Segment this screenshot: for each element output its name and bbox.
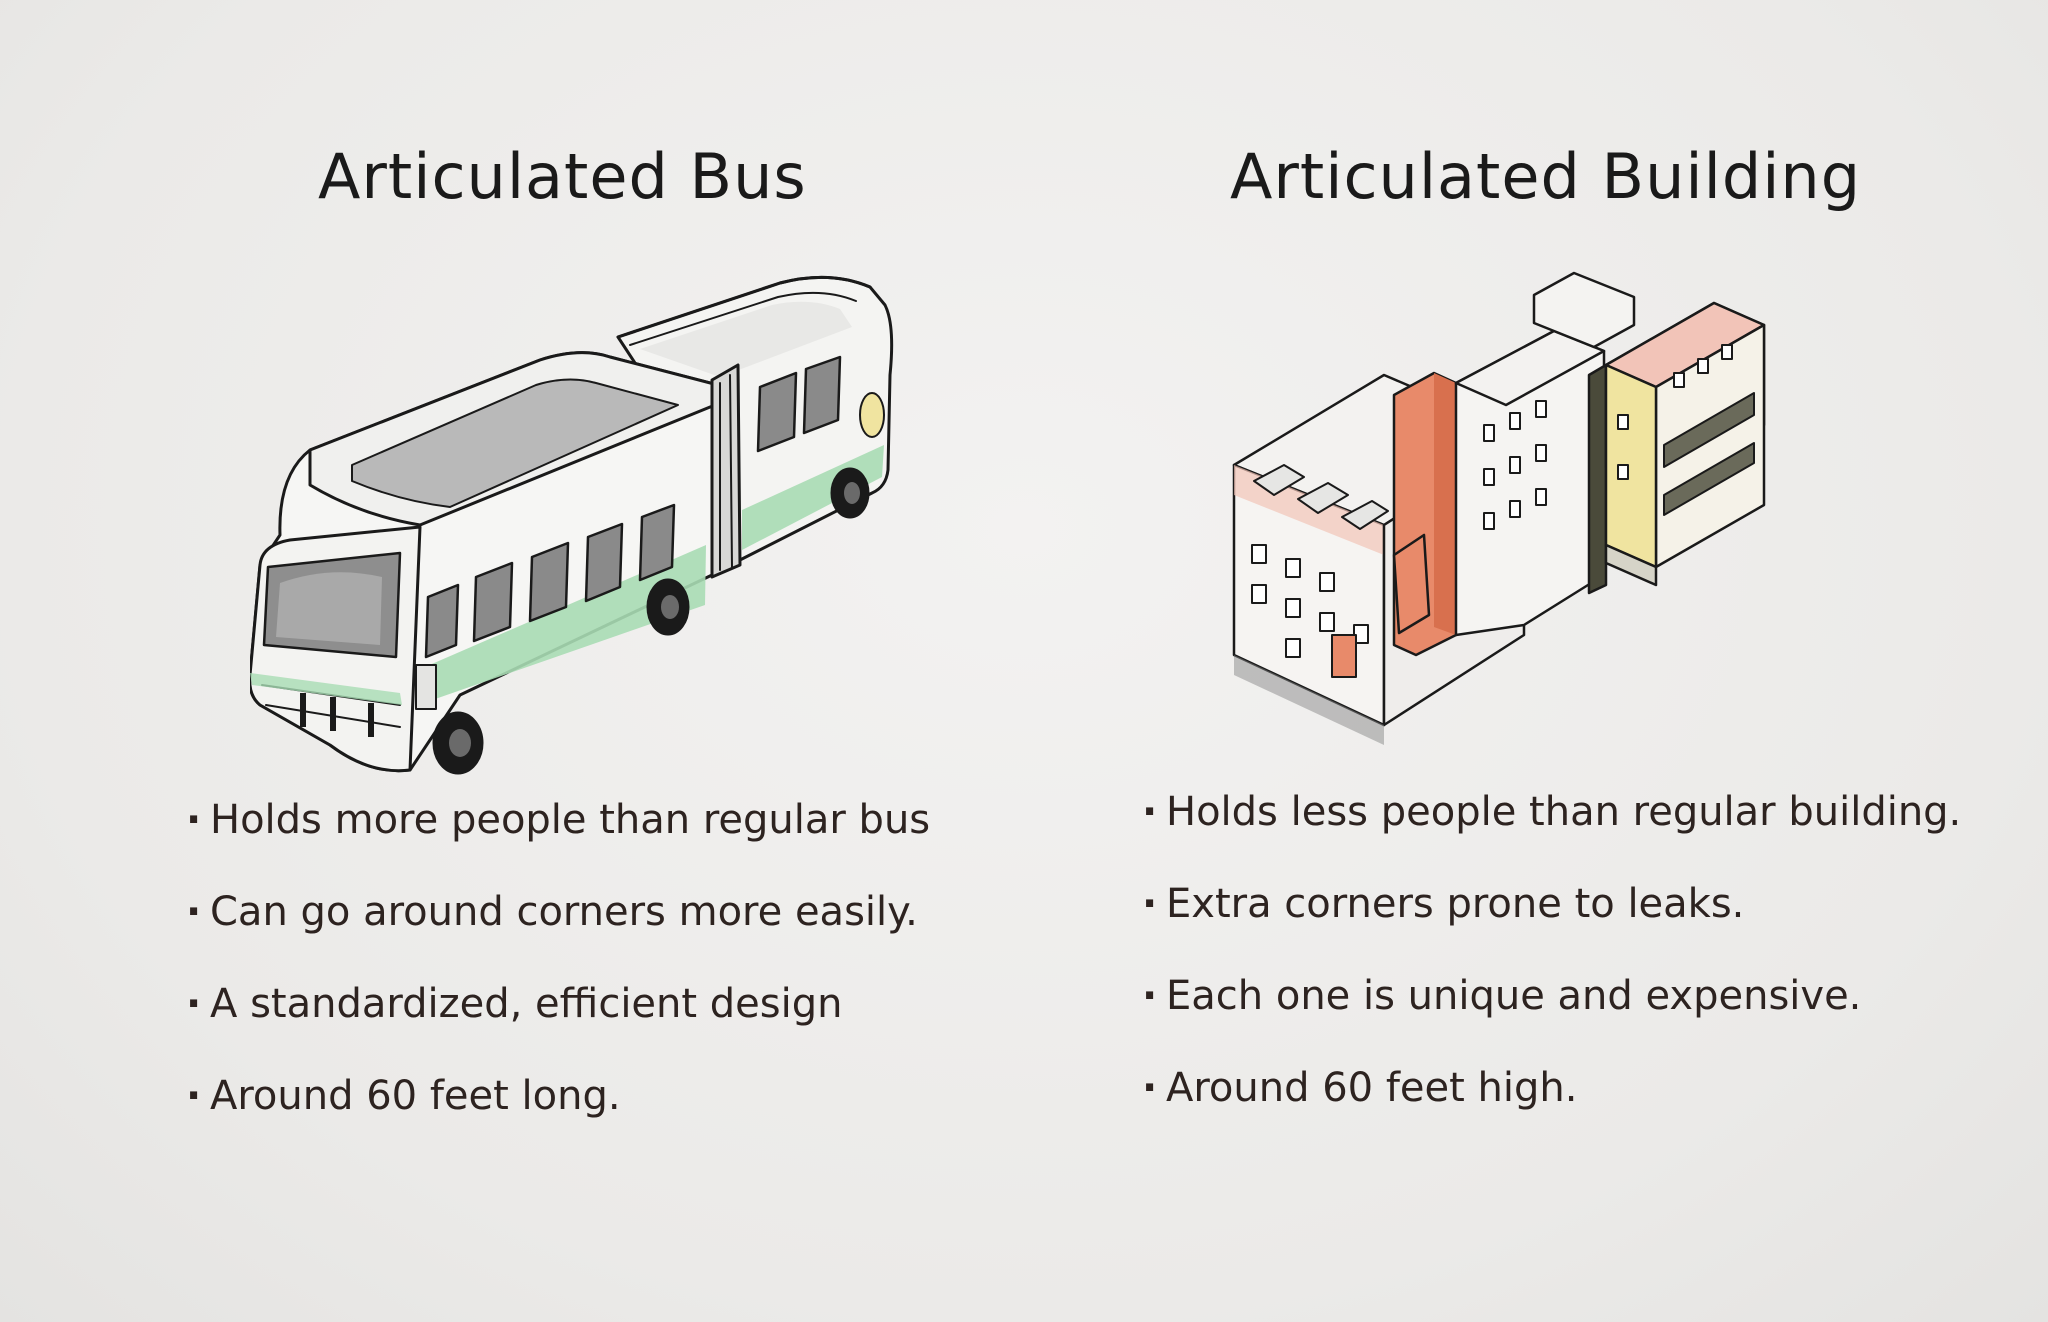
building-panel: Articulated Building bbox=[1024, 0, 2048, 1322]
list-item: A standardized, efficient design bbox=[186, 974, 930, 1066]
building-notes-list: Holds less people than regular building.… bbox=[1142, 782, 1961, 1150]
list-item: Around 60 feet long. bbox=[186, 1066, 930, 1158]
list-item: Each one is unique and expensive. bbox=[1142, 966, 1961, 1058]
list-item: Around 60 feet high. bbox=[1142, 1058, 1961, 1150]
bus-title: Articulated Bus bbox=[318, 140, 807, 213]
bus-panel: Articulated Bus bbox=[0, 0, 1024, 1322]
articulated-bus-illustration bbox=[248, 265, 910, 775]
list-item: Extra corners prone to leaks. bbox=[1142, 874, 1961, 966]
list-item: Holds less people than regular building. bbox=[1142, 782, 1961, 874]
bus-notes-list: Holds more people than regular bus Can g… bbox=[186, 790, 930, 1158]
articulated-building-illustration bbox=[1194, 255, 1794, 745]
list-item: Holds more people than regular bus bbox=[186, 790, 930, 882]
building-title: Articulated Building bbox=[1230, 140, 1862, 213]
list-item: Can go around corners more easily. bbox=[186, 882, 930, 974]
